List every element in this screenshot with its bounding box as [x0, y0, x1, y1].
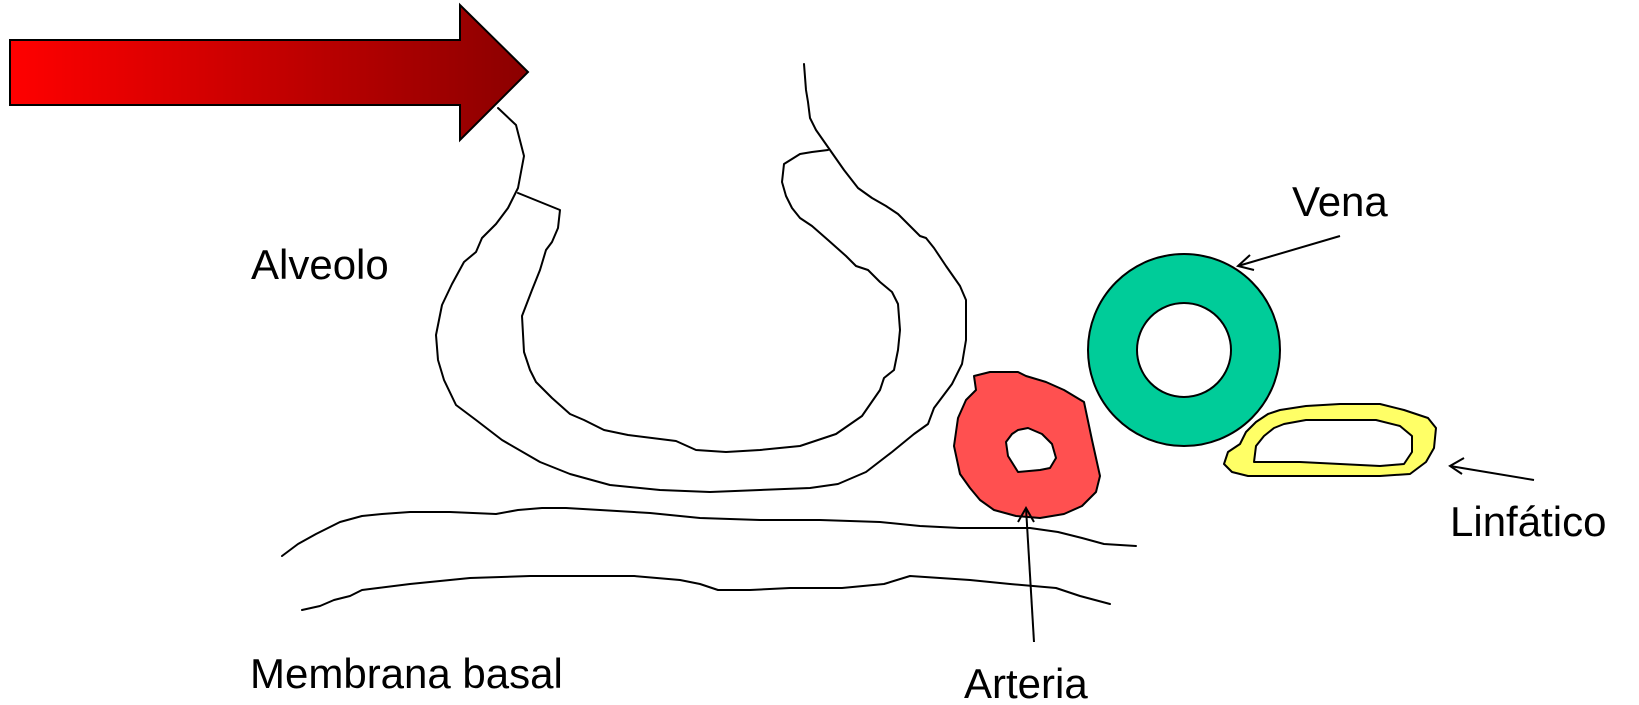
label-alveolo: Alveolo	[251, 241, 389, 288]
label-linfatico: Linfático	[1450, 498, 1606, 545]
basement-membrane-top	[282, 508, 1136, 556]
airflow-arrow-icon	[10, 5, 528, 140]
pointer-linfatico-icon	[1450, 458, 1534, 480]
alveolus-wall-inner	[518, 150, 900, 452]
label-vena: Vena	[1292, 178, 1388, 225]
label-arteria: Arteria	[964, 660, 1088, 705]
alveolus-wall-outer	[436, 64, 966, 492]
vein-shape	[1088, 254, 1280, 446]
basement-membrane-bottom	[302, 576, 1110, 610]
label-membrana-basal: Membrana basal	[250, 650, 563, 697]
artery-shape	[954, 372, 1100, 518]
pointer-vena-icon	[1238, 236, 1340, 270]
